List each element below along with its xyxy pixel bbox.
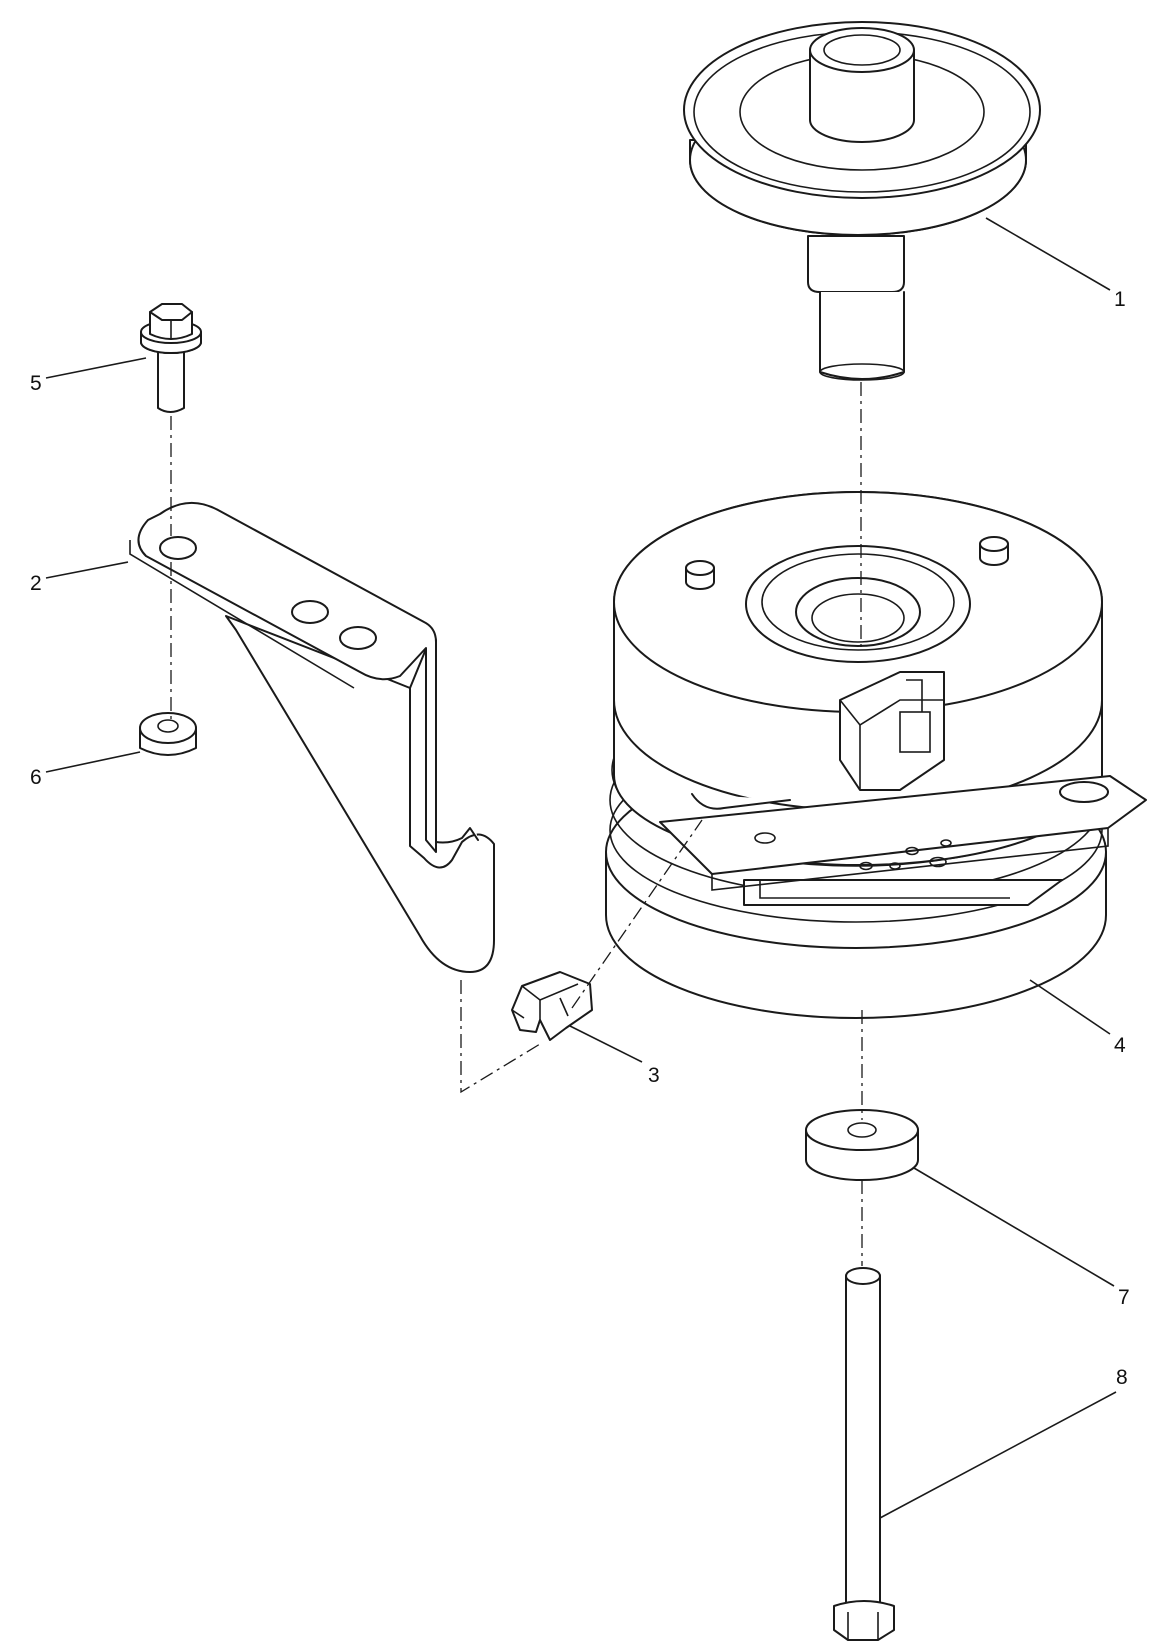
callout-4: 4 — [1114, 1034, 1126, 1057]
flange-bolt — [140, 303, 202, 413]
bracket — [129, 501, 495, 973]
flange-nut — [139, 712, 197, 756]
callout-3: 3 — [648, 1064, 660, 1087]
spacer — [805, 1109, 919, 1181]
callout-8: 8 — [1116, 1366, 1128, 1389]
clip — [511, 971, 593, 1041]
callout-1: 1 — [1114, 288, 1126, 311]
leader-lines — [45, 217, 1117, 1519]
callout-5: 5 — [30, 372, 42, 395]
callout-7: 7 — [1118, 1286, 1130, 1309]
clutch-assembly — [605, 491, 1147, 1019]
pulley-assembly — [683, 21, 1041, 381]
long-bolt — [833, 1267, 895, 1641]
center-lines — [170, 382, 863, 1266]
callout-2: 2 — [30, 572, 42, 595]
callout-6: 6 — [30, 766, 42, 789]
